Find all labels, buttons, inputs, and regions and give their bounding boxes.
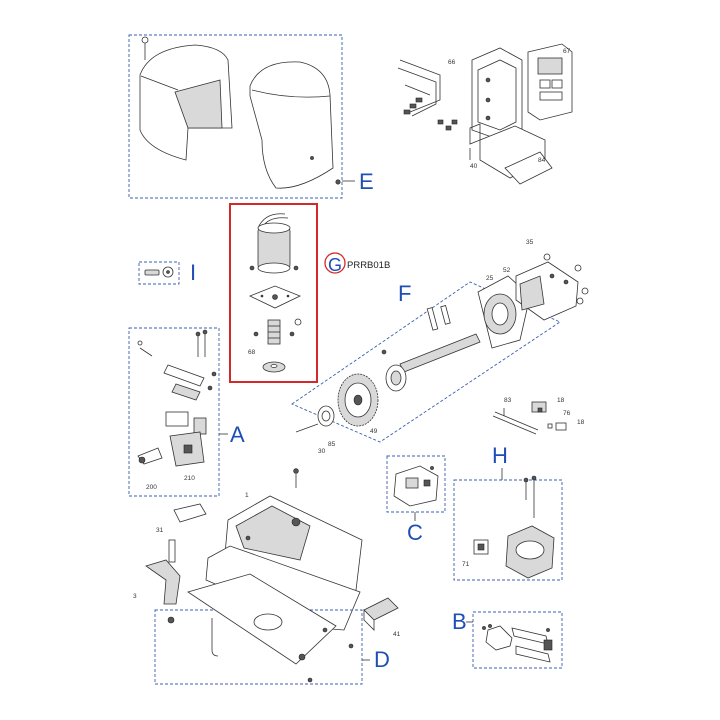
main-gear xyxy=(337,373,379,427)
transformer xyxy=(505,475,555,579)
part-number-66: 66 xyxy=(448,59,456,66)
part-number-85: 85 xyxy=(328,441,336,448)
group-g-circle xyxy=(324,252,346,274)
part-number-52: 52 xyxy=(503,267,511,274)
part-number-210: 210 xyxy=(184,475,195,482)
part-number-68: 68 xyxy=(248,349,256,356)
rear-cover xyxy=(249,61,334,189)
group-label-g: G xyxy=(328,255,342,275)
control-board xyxy=(527,43,573,121)
motor-kit-code: PRRB01B xyxy=(347,260,390,271)
limit-magnets xyxy=(482,624,553,663)
part-number-84: 84 xyxy=(538,157,546,164)
drive-shaft xyxy=(381,305,481,373)
output-gear-cage xyxy=(515,261,579,321)
part-number-35: 35 xyxy=(526,239,534,246)
release-key xyxy=(144,266,174,278)
part-number-200: 200 xyxy=(146,484,157,491)
limit-switch xyxy=(531,401,547,413)
group-label-i: I xyxy=(190,260,196,285)
coupling xyxy=(385,364,407,392)
group-label-b: B xyxy=(452,609,467,634)
motor-flange xyxy=(249,285,301,309)
group-i-frame xyxy=(138,261,180,285)
part-number-1: 1 xyxy=(245,492,249,499)
housing-screws xyxy=(543,253,589,305)
group-label-h: H xyxy=(492,443,508,468)
part-number-30: 30 xyxy=(318,448,326,455)
gear-washer xyxy=(317,405,335,427)
lock-housing xyxy=(169,431,205,467)
part-number-3: 3 xyxy=(133,593,137,600)
group-d-frame xyxy=(154,609,363,685)
part-number-18-lower: 18 xyxy=(577,419,585,426)
motor-kit-frame xyxy=(229,203,318,383)
lock-cylinder xyxy=(137,411,207,465)
bridge-rectifier xyxy=(473,539,489,555)
foundation-plate xyxy=(167,573,354,683)
group-label-d: D xyxy=(374,647,390,672)
group-b-frame xyxy=(472,611,563,669)
group-label-c: C xyxy=(407,520,423,545)
front-cover xyxy=(139,44,233,161)
group-c-frame xyxy=(386,455,446,513)
magnet xyxy=(547,422,567,431)
cover-small-screw xyxy=(335,179,341,185)
cover-block-41 xyxy=(363,597,399,631)
cover-screw xyxy=(141,36,149,60)
wiring-harness xyxy=(397,59,441,117)
worm-gear xyxy=(253,318,302,345)
part-number-18-upper: 18 xyxy=(557,397,565,404)
group-label-e: E xyxy=(359,169,374,194)
group-label-a: A xyxy=(230,422,245,447)
part-number-40: 40 xyxy=(470,163,478,170)
gear-pin xyxy=(295,423,319,433)
washer xyxy=(262,361,286,373)
part-number-67: 67 xyxy=(563,48,571,55)
part-number-25: 25 xyxy=(486,275,494,282)
group-f-frame xyxy=(291,281,561,443)
release-lever-parts xyxy=(137,329,217,401)
base-bracket xyxy=(469,125,553,185)
encoder-assembly xyxy=(393,465,439,507)
group-a-frame xyxy=(128,327,220,497)
rubber-pad-31 xyxy=(173,503,207,523)
group-e-frame xyxy=(128,34,343,199)
motor xyxy=(249,213,299,274)
part-number-83: 83 xyxy=(504,397,512,404)
part-number-31: 31 xyxy=(156,527,164,534)
group-label-f: F xyxy=(398,281,411,306)
part-number-41: 41 xyxy=(393,631,401,638)
group-h-frame xyxy=(453,479,563,581)
limit-rods xyxy=(492,408,539,435)
release-handle xyxy=(145,539,181,605)
part-number-71: 71 xyxy=(462,561,470,568)
part-number-76: 76 xyxy=(563,410,571,417)
part-number-49: 49 xyxy=(370,428,378,435)
